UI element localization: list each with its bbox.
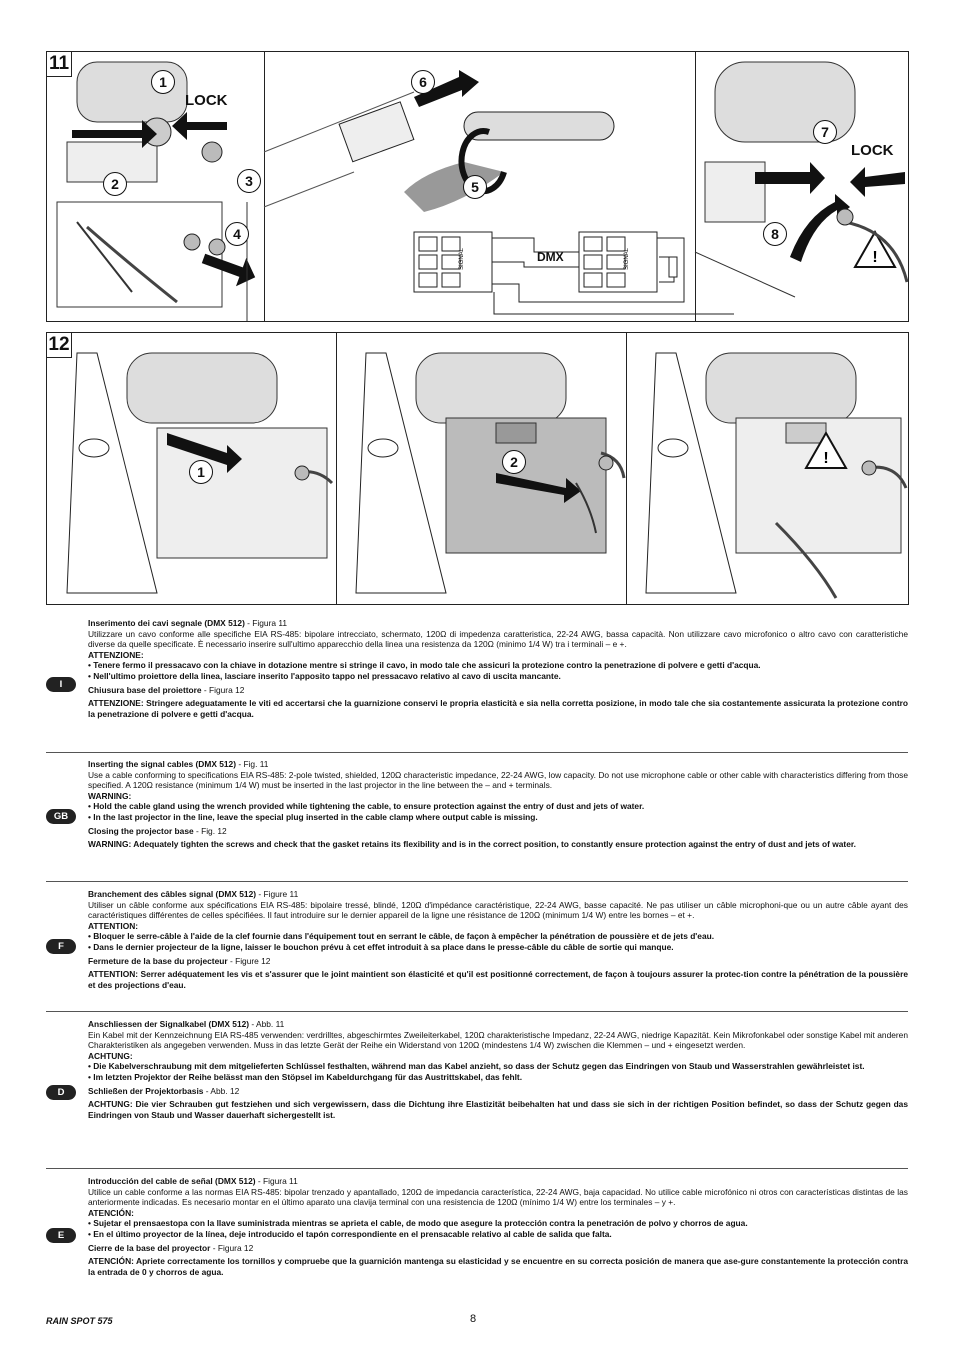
- figure-number: 12: [47, 333, 72, 358]
- warning-item: • En el último proyector de la línea, de…: [88, 1228, 612, 1239]
- section-body: Utiliser un câble conforme aux spécifica…: [88, 899, 908, 921]
- warning-item: • Sujetar el prensaestopa con la llave s…: [88, 1218, 748, 1229]
- callout-1: 1: [189, 460, 213, 484]
- signal-label: SIGNAL: [459, 247, 465, 270]
- page-number: 8: [470, 1313, 477, 1325]
- section-spanish: Introducción del cable de señal (DMX 512…: [88, 1176, 908, 1277]
- product-name: RAIN SPOT 575: [46, 1316, 113, 1326]
- subsection-title: Fermeture de la base du projecteur - Fig…: [88, 956, 908, 967]
- title-ref: - Figure 11: [256, 889, 299, 899]
- subtitle-ref: - Fig. 12: [193, 825, 227, 836]
- subtitle-bold: Chiusura base del proiettore: [88, 684, 202, 695]
- final-warning: ATTENZIONE: Stringere adeguatamente le v…: [88, 698, 908, 719]
- title-ref: - Fig. 11: [236, 759, 269, 769]
- warning-item: • Hold the cable gland using the wrench …: [88, 801, 645, 812]
- lock-label: LOCK: [851, 142, 894, 159]
- warning-item: • Tenere fermo il pressacavo con la chia…: [88, 660, 761, 671]
- subsection-title: Closing the projector base - Fig. 12: [88, 826, 908, 837]
- projector-base-illustration: !: [66, 352, 908, 599]
- section-body: Ein Kabel mit der Kennzeichnung EIA RS-4…: [88, 1029, 908, 1051]
- figure-divider: [695, 52, 696, 321]
- final-warning: ATTENTION: Serrer adéquatement les vis e…: [88, 969, 908, 990]
- svg-text:!: !: [872, 249, 877, 266]
- subtitle-ref: - Abb. 12: [203, 1085, 240, 1096]
- language-badge-fr: F: [46, 939, 76, 954]
- title-bold: Introducción del cable de señal (DMX 512…: [88, 1176, 256, 1186]
- final-warning: ATENCIÓN: Apriete correctamente los torn…: [88, 1256, 908, 1277]
- title-bold: Inserimento dei cavi segnale (DMX 512): [88, 618, 245, 628]
- dmx-label: DMX: [537, 250, 564, 264]
- section-title: Inserimento dei cavi segnale (DMX 512) -…: [88, 618, 908, 629]
- callout-3: 3: [237, 169, 261, 193]
- figure-number: 11: [47, 52, 72, 77]
- title-bold: Branchement des câbles signal (DMX 512): [88, 889, 257, 899]
- section-body: Use a cable conforming to specifications…: [88, 769, 908, 791]
- warning-item: • In the last projector in the line, lea…: [88, 811, 538, 822]
- warning-heading: ATENCIÓN:: [88, 1207, 134, 1218]
- subtitle-ref: - Figura 12: [201, 684, 245, 695]
- warning-item: • Nell'ultimo proiettore della linea, la…: [88, 670, 561, 681]
- language-badge-de: D: [46, 1085, 76, 1100]
- callout-1: 1: [151, 70, 175, 94]
- callout-2: 2: [103, 172, 127, 196]
- section-italian: Inserimento dei cavi segnale (DMX 512) -…: [88, 618, 908, 719]
- language-badge-es: E: [46, 1228, 76, 1243]
- section-divider: [46, 881, 908, 882]
- section-title: Inserting the signal cables (DMX 512) - …: [88, 759, 908, 770]
- section-divider: [46, 1168, 908, 1169]
- title-bold: Inserting the signal cables (DMX 512): [88, 759, 236, 769]
- svg-text:!: !: [823, 450, 828, 467]
- callout-8: 8: [763, 222, 787, 246]
- subtitle-ref: - Figure 12: [227, 955, 271, 966]
- section-body: Utilice un cable conforme a las normas E…: [88, 1186, 908, 1208]
- warning-heading: ATTENTION:: [88, 920, 139, 931]
- title-ref: - Figura 11: [255, 1176, 298, 1186]
- figure-11: 11 1 LOCK 2 3 4: [46, 51, 909, 322]
- subtitle-bold: Closing the projector base: [88, 825, 194, 836]
- lock-label: LOCK: [185, 92, 228, 109]
- final-warning: WARNING: Adequately tighten the screws a…: [88, 839, 857, 850]
- section-french: Branchement des câbles signal (DMX 512) …: [88, 889, 908, 990]
- warning-heading: WARNING:: [88, 790, 132, 801]
- warning-item: • Bloquer le serre-câble à l'aide de la …: [88, 931, 715, 942]
- warning-item: • Die Kabelverschraubung mit dem mitgeli…: [88, 1061, 865, 1072]
- warning-item: • Im letzten Projektor der Reihe belässt…: [88, 1071, 523, 1082]
- callout-4: 4: [225, 222, 249, 246]
- section-english: Inserting the signal cables (DMX 512) - …: [88, 759, 908, 850]
- warning-heading: ACHTUNG:: [88, 1050, 133, 1061]
- cable-gland-illustration: [56, 61, 256, 321]
- figure-divider: [336, 333, 337, 604]
- subsection-title: Chiusura base del proiettore - Figura 12: [88, 685, 908, 696]
- language-badge-it: I: [46, 677, 76, 692]
- section-title: Introducción del cable de señal (DMX 512…: [88, 1176, 908, 1187]
- title-bold: Anschliessen der Signalkabel (DMX 512): [88, 1019, 250, 1029]
- subtitle-bold: Schließen der Projektorbasis: [88, 1085, 204, 1096]
- section-title: Branchement des câbles signal (DMX 512) …: [88, 889, 908, 900]
- title-ref: - Figura 11: [244, 618, 288, 628]
- title-ref: - Abb. 11: [249, 1019, 285, 1029]
- signal-label: SIGNAL: [624, 247, 630, 270]
- warning-item: • Dans le dernier projecteur de la ligne…: [88, 941, 674, 952]
- language-badge-gb: GB: [46, 809, 76, 824]
- figure-12: 12 !: [46, 332, 909, 605]
- subtitle-ref: - Figura 12: [210, 1242, 254, 1253]
- callout-7: 7: [813, 120, 837, 144]
- subtitle-bold: Cierre de la base del proyector: [88, 1242, 211, 1253]
- figure-divider: [264, 52, 265, 321]
- callout-2: 2: [502, 450, 526, 474]
- section-body: Utilizzare un cavo conforme alle specifi…: [88, 628, 908, 650]
- section-divider: [46, 1011, 908, 1012]
- subtitle-bold: Fermeture de la base du projecteur: [88, 955, 228, 966]
- section-divider: [46, 752, 908, 753]
- section-title: Anschliessen der Signalkabel (DMX 512) -…: [88, 1019, 908, 1030]
- subsection-title: Schließen der Projektorbasis - Abb. 12: [88, 1086, 908, 1097]
- callout-5: 5: [463, 175, 487, 199]
- figure-divider: [626, 333, 627, 604]
- warning-heading: ATTENZIONE:: [88, 649, 144, 660]
- section-german: Anschliessen der Signalkabel (DMX 512) -…: [88, 1019, 908, 1120]
- final-warning: ACHTUNG: Die vier Schrauben gut festzieh…: [88, 1099, 908, 1120]
- subsection-title: Cierre de la base del proyector - Figura…: [88, 1243, 908, 1254]
- callout-6: 6: [411, 70, 435, 94]
